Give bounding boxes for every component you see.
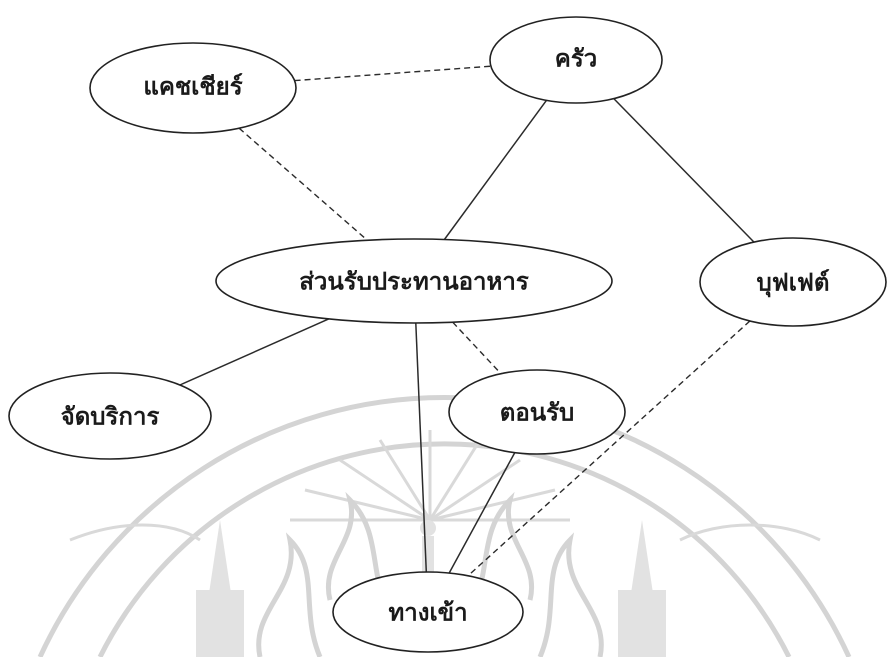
node-kitchen-shape [489, 16, 663, 104]
edge-dining-reception [452, 321, 502, 375]
edge-kitchen-dining [443, 99, 548, 240]
edge-cashier-kitchen [294, 65, 491, 82]
node-dining: ส่วนรับประทานอาหาร [215, 238, 613, 324]
edge-kitchen-buffet [613, 98, 755, 243]
node-service-label: จัดบริการ [61, 402, 160, 431]
node-cashier: แคชเชียร์ [89, 42, 297, 134]
edge-cashier-dining [238, 127, 368, 241]
node-dining-label: ส่วนรับประทานอาหาร [299, 267, 529, 296]
edge-dining-entrance [415, 322, 428, 573]
node-entrance-shape [332, 571, 524, 653]
node-service-shape [8, 372, 212, 460]
node-reception-shape [448, 369, 626, 455]
node-kitchen: ครัว [489, 16, 663, 104]
node-reception: ตอนรับ [448, 369, 626, 455]
university-seal-watermark [37, 394, 852, 657]
edge-reception-entrance [448, 452, 516, 574]
node-reception-label: ตอนรับ [500, 398, 575, 427]
node-kitchen-label: ครัว [555, 44, 597, 73]
node-buffet: บุฟเฟต์ [699, 237, 887, 327]
edge-buffet-entrance [467, 320, 751, 577]
node-entrance: ทางเข้า [332, 571, 524, 653]
edges-layer [179, 65, 755, 577]
node-buffet-label: บุฟเฟต์ [756, 268, 829, 299]
node-service: จัดบริการ [8, 372, 212, 460]
node-entrance-label: ทางเข้า [388, 598, 467, 627]
node-dining-shape [215, 238, 613, 324]
node-buffet-shape [699, 237, 887, 327]
node-cashier-label: แคชเชียร์ [143, 72, 242, 101]
nodes-layer: แคชเชียร์ ครัว ส่วนรับประทานอาหาร บุฟเฟต… [8, 16, 887, 653]
edge-dining-service [179, 318, 330, 386]
node-cashier-shape [89, 42, 297, 134]
